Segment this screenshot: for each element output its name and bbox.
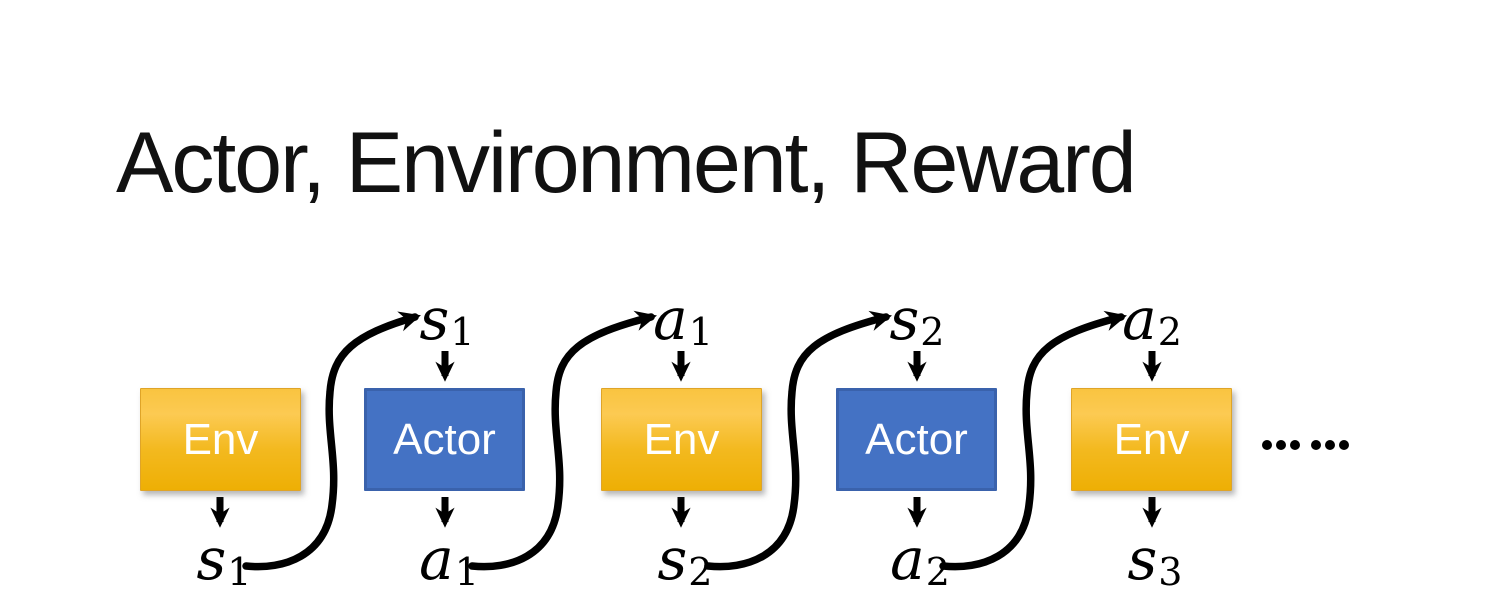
ellipsis-dot xyxy=(1262,440,1272,450)
math-letter: s xyxy=(889,285,920,353)
math-letter: s xyxy=(419,285,450,353)
actor-box-2: Actor xyxy=(836,388,997,491)
math-letter: s xyxy=(657,525,688,593)
bottom-label-a2: a2 xyxy=(890,530,950,591)
math-letter: a xyxy=(419,525,454,593)
bottom-label-s3: s3 xyxy=(1128,530,1183,591)
math-letter: a xyxy=(890,525,925,593)
math-subscript: 1 xyxy=(688,310,713,354)
math-subscript: 3 xyxy=(1158,550,1183,594)
math-subscript: 2 xyxy=(925,550,950,594)
transfer-arrow-s1 xyxy=(242,311,421,571)
box-label: Actor xyxy=(393,414,496,464)
ellipsis-dot xyxy=(1290,440,1300,450)
math-subscript: 1 xyxy=(454,550,479,594)
ellipsis-dot xyxy=(1276,440,1286,450)
transfer-arrow-a1 xyxy=(468,310,657,571)
transfer-arrow-s2 xyxy=(704,310,892,571)
math-subscript: 1 xyxy=(450,310,475,354)
env-box-3: Env xyxy=(1071,388,1232,491)
top-label-s1: s1 xyxy=(420,290,475,351)
env-box-1: Env xyxy=(140,388,301,491)
box-label: Env xyxy=(643,414,720,464)
transfer-arrow-a2 xyxy=(939,310,1127,571)
math-subscript: 1 xyxy=(227,550,252,594)
math-subscript: 2 xyxy=(920,310,945,354)
math-subscript: 2 xyxy=(688,550,713,594)
box-label: Env xyxy=(182,414,259,464)
actor-box-1: Actor xyxy=(364,388,525,491)
ellipsis-dot xyxy=(1325,440,1335,450)
bottom-label-s2: s2 xyxy=(658,530,713,591)
box-label: Actor xyxy=(865,414,968,464)
page-title: Actor, Environment, Reward xyxy=(116,115,1137,211)
ellipsis-dot xyxy=(1311,440,1321,450)
math-letter: a xyxy=(1122,285,1157,353)
ellipsis-dot xyxy=(1339,440,1349,450)
top-label-s2: s2 xyxy=(890,290,945,351)
math-letter: a xyxy=(653,285,688,353)
bottom-label-s1: s1 xyxy=(197,530,252,591)
math-letter: s xyxy=(196,525,227,593)
bottom-label-a1: a1 xyxy=(419,530,479,591)
math-subscript: 2 xyxy=(1157,310,1182,354)
continuation-ellipsis: …… xyxy=(1262,440,1353,450)
top-label-a1: a1 xyxy=(653,290,713,351)
top-label-a2: a2 xyxy=(1122,290,1182,351)
box-label: Env xyxy=(1113,414,1190,464)
math-letter: s xyxy=(1127,525,1158,593)
env-box-2: Env xyxy=(601,388,762,491)
